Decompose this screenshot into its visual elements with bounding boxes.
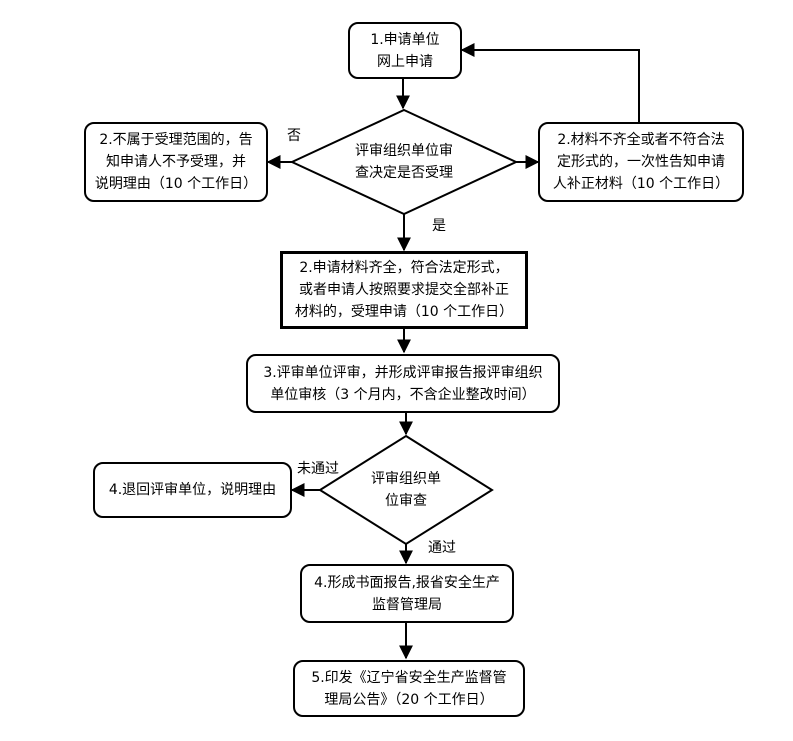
node-decision1-text: 评审组织单位审 查决定是否受理 xyxy=(355,143,453,181)
edge-label-no: 否 xyxy=(287,128,301,144)
arrow-supplement-to-apply xyxy=(460,43,640,122)
edge-label-yes: 是 xyxy=(432,218,446,234)
node-reject: 2.不属于受理范围的，告 知申请人不予受理，并 说明理由（10 个工作日） xyxy=(84,122,268,202)
node-decision2-text: 评审组织单 位审查 xyxy=(371,471,441,509)
node-publish: 5.印发《辽宁省安全生产监督管 理局公告》（20 个工作日） xyxy=(293,660,525,717)
node-review: 3.评审单位评审，并形成评审报告报评审组织 单位审核（3 个月内，不含企业整改时… xyxy=(246,354,560,413)
node-accept: 2.申请材料齐全，符合法定形式， 或者申请人按照要求提交全部补正 材料的，受理申… xyxy=(280,251,528,329)
node-apply: 1.申请单位 网上申请 xyxy=(348,22,462,79)
edge-label-pass: 通过 xyxy=(428,540,456,556)
node-report: 4.形成书面报告,报省安全生产 监督管理局 xyxy=(300,564,514,623)
edge-label-fail: 未通过 xyxy=(297,461,339,477)
node-return: 4.退回评审单位，说明理由 xyxy=(93,462,292,518)
node-supplement: 2.材料不齐全或者不符合法 定形式的，一次性告知申请 人补正材料（10 个工作日… xyxy=(538,122,744,202)
